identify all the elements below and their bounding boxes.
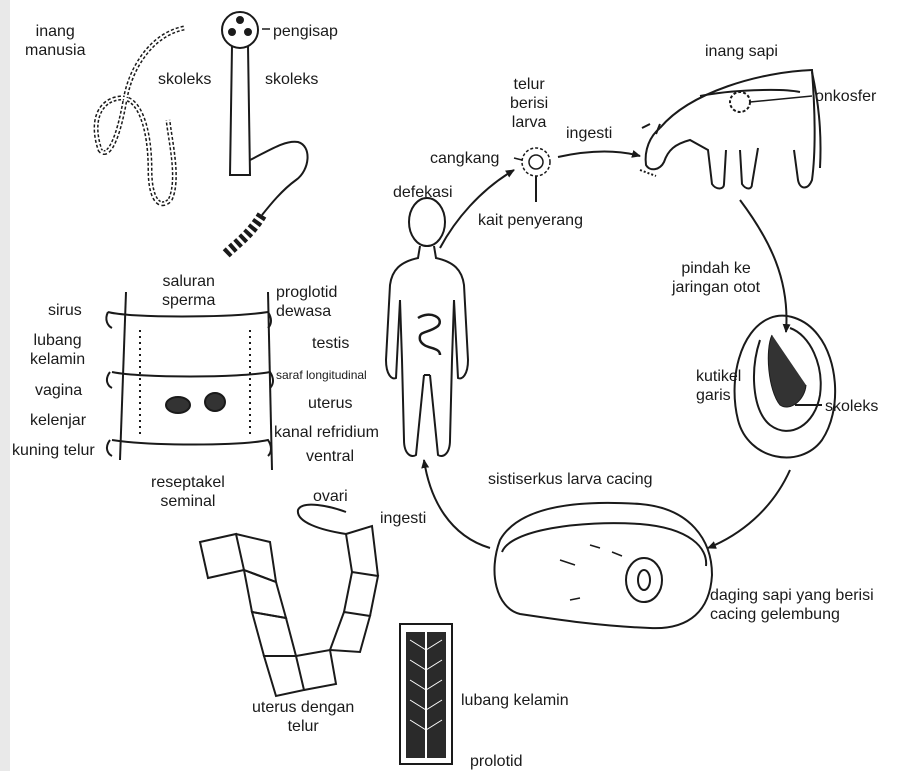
proglottid-segment-drawing — [106, 292, 273, 470]
label-sirus: sirus — [48, 301, 82, 320]
label-lubang-kelamin-bottom: lubang kelamin — [461, 691, 569, 710]
label-vagina: vagina — [35, 381, 82, 400]
label-pengisap: pengisap — [273, 22, 338, 41]
label-telur-berisi-larva: telur berisi larva — [510, 75, 548, 132]
label-ventral: ventral — [306, 447, 354, 466]
label-cangkang: cangkang — [430, 149, 499, 168]
label-kait-penyerang: kait penyerang — [478, 211, 583, 230]
label-uterus-dengan-telur: uterus dengan telur — [252, 698, 354, 736]
label-kelenjar: kelenjar — [30, 411, 86, 430]
label-ovari: ovari — [313, 487, 348, 506]
arrow-to-egg — [440, 170, 514, 248]
label-saraf-longitudinal: saraf longitudinal — [276, 366, 367, 385]
label-testis: testis — [312, 334, 349, 353]
arrow-to-human — [424, 460, 490, 548]
label-inang-manusia: inang manusia — [25, 22, 85, 60]
label-kanal-refridium: kanal refridium — [274, 423, 379, 442]
onkosfer-pointer — [750, 96, 812, 102]
label-onkosfer: onkosfer — [815, 87, 876, 106]
label-inang-sapi: inang sapi — [705, 42, 778, 61]
beef-meat-icon — [494, 503, 712, 628]
label-kutikel-garis: kutikel garis — [696, 367, 741, 405]
human-figure-icon — [386, 198, 468, 456]
label-proglotid-dewasa: proglotid dewasa — [276, 283, 337, 321]
arrow-to-beef — [708, 470, 790, 548]
label-kuning-telur: kuning telur — [12, 441, 95, 460]
label-skoleks-left: skoleks — [158, 70, 211, 89]
label-lubang-kelamin-left: lubang kelamin — [30, 331, 85, 369]
label-sistiserkus: sistiserkus larva cacing — [488, 470, 653, 489]
label-ingesti-bottom: ingesti — [380, 509, 426, 528]
egg-icon — [522, 148, 550, 176]
gravid-proglottid-icon — [400, 624, 452, 764]
arrow-to-cow — [558, 152, 640, 157]
label-saluran-sperma: saluran sperma — [162, 272, 215, 310]
label-prolotid: prolotid — [470, 752, 522, 771]
label-ingesti-top: ingesti — [566, 124, 612, 143]
cangkang-pointer — [514, 158, 522, 160]
proglottid-chain-icon — [200, 505, 378, 696]
label-skoleks-cyst: skoleks — [825, 397, 878, 416]
adult-tapeworm-body — [96, 28, 184, 204]
label-defekasi: defekasi — [393, 183, 453, 202]
label-pindah-ke-jaringan-otot: pindah ke jaringan otot — [672, 259, 760, 297]
cysticercus-icon — [735, 316, 836, 458]
label-uterus: uterus — [308, 394, 352, 413]
cow-icon — [640, 70, 821, 189]
label-skoleks-right: skoleks — [265, 70, 318, 89]
label-reseptakel-seminal: reseptakel seminal — [151, 473, 225, 511]
scolex-head-icon — [222, 12, 308, 255]
label-daging-sapi: daging sapi yang berisi cacing gelembung — [710, 586, 874, 624]
